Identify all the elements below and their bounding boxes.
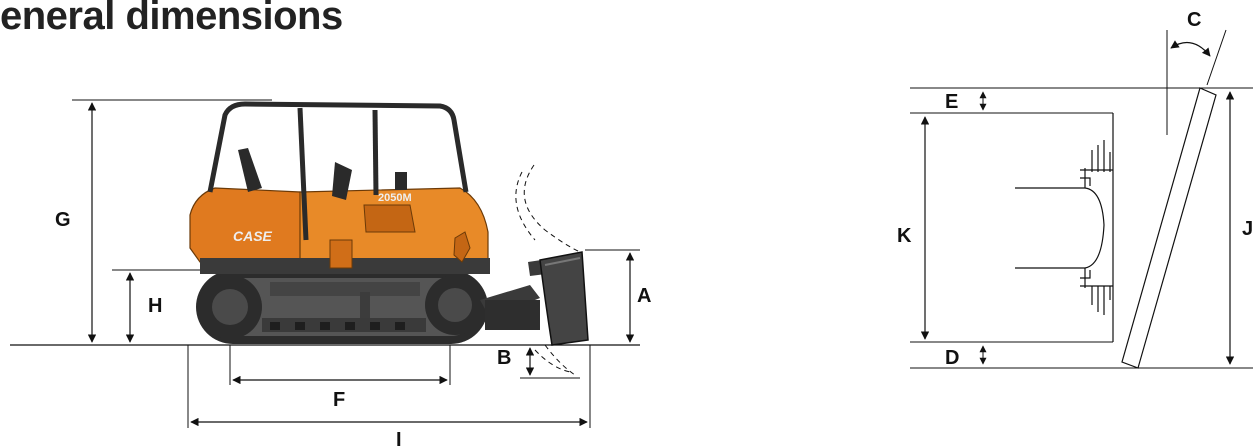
track-assembly	[196, 270, 488, 344]
blade-profile	[1015, 140, 1113, 315]
case-logo: CASE	[233, 228, 273, 244]
blade-assembly	[480, 251, 589, 346]
label-e: E	[945, 91, 958, 113]
label-b: B	[497, 347, 511, 369]
blade-tilt-arcs	[515, 164, 581, 376]
page-title: eneral dimensions	[0, 0, 343, 38]
blade-front-view: E D K J C	[897, 9, 1253, 369]
label-a: A	[637, 285, 651, 307]
cab-frame	[207, 101, 469, 241]
label-k: K	[897, 225, 912, 247]
model-badge: 2050M	[378, 192, 412, 204]
c-angle-arc	[1170, 40, 1211, 57]
label-j: J	[1242, 218, 1253, 240]
tilted-cutting-edge	[1121, 87, 1217, 369]
operator-seat	[238, 148, 407, 200]
label-i: I	[396, 429, 402, 448]
dozer-side-view: G H CASE 2050M	[10, 99, 651, 448]
label-d: D	[945, 347, 959, 369]
label-f: F	[333, 389, 345, 411]
dozer-body: CASE 2050M	[189, 187, 490, 274]
label-h: H	[148, 295, 162, 317]
tilt-reference	[1206, 29, 1227, 86]
label-c: C	[1187, 9, 1201, 31]
label-g: G	[55, 209, 71, 231]
